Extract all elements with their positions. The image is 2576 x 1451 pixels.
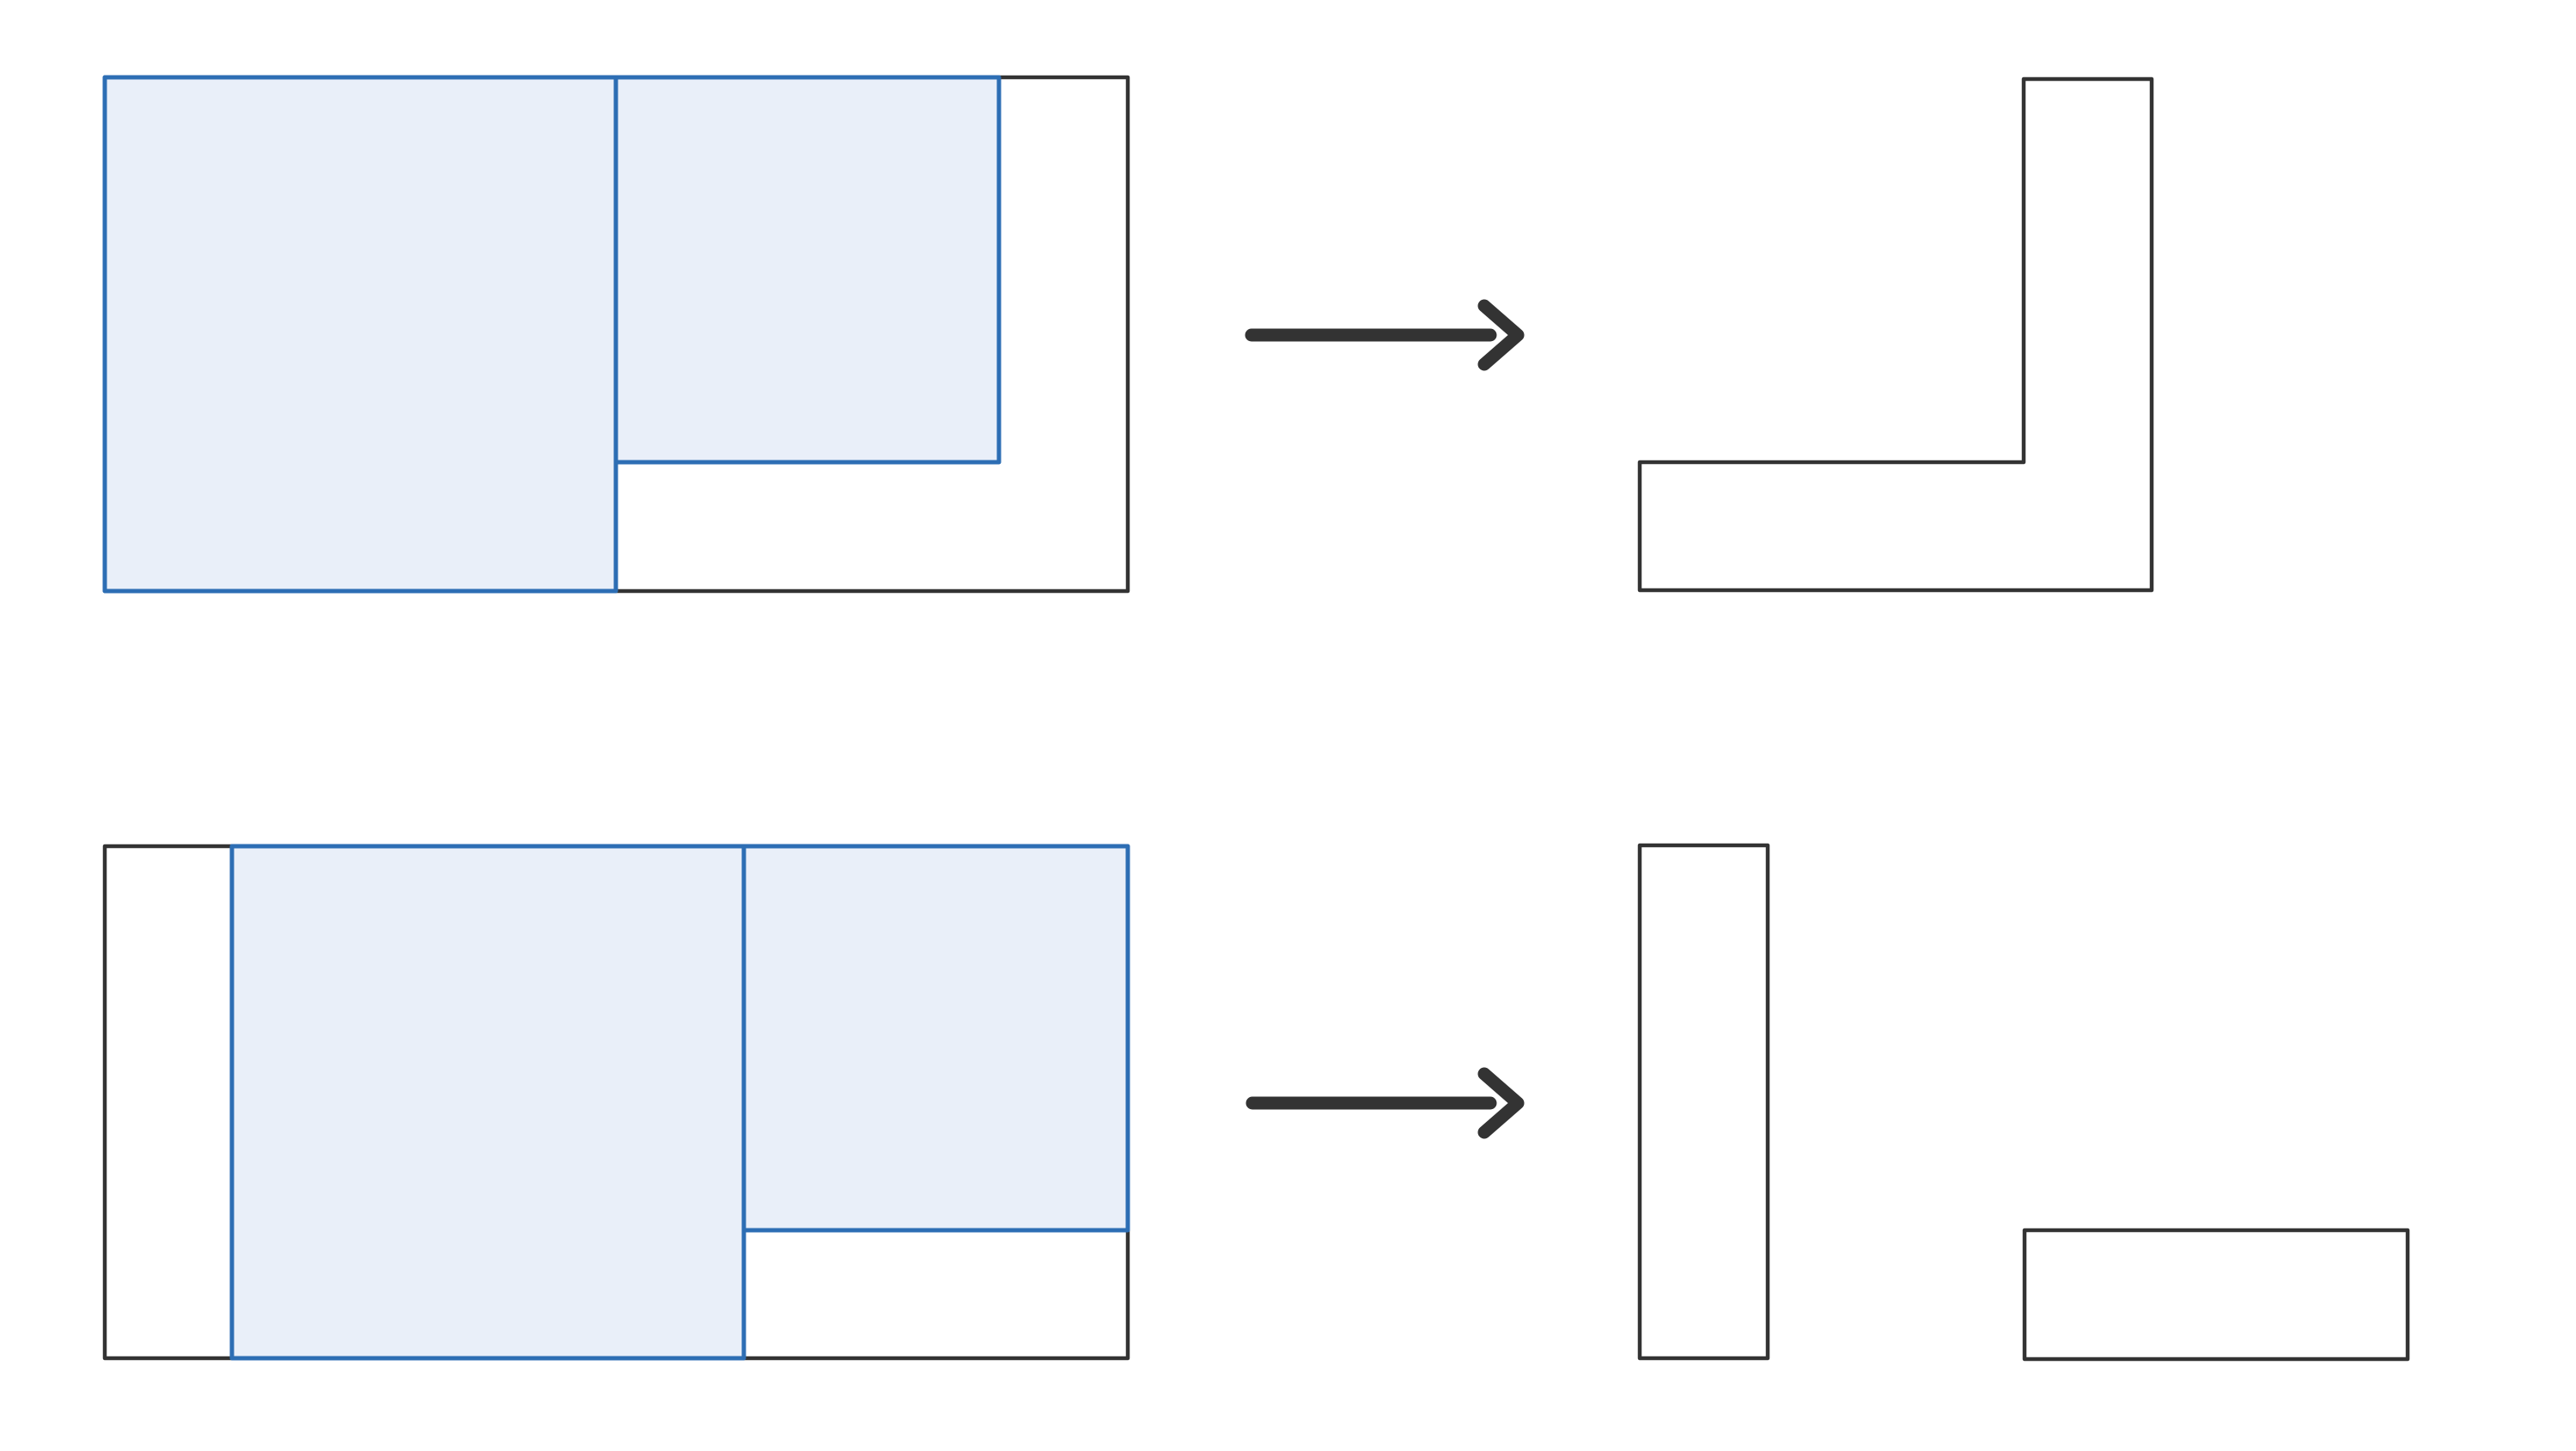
row-1-result-shape-1 — [1637, 76, 2154, 593]
row-2-arrow-head-icon — [1477, 1067, 1525, 1139]
row-1-blue-square-1 — [102, 75, 618, 594]
row-1-arrow-head-icon — [1477, 299, 1525, 371]
row-2-result-shape-2 — [2022, 1228, 2410, 1362]
row-2-blue-square-1 — [229, 844, 746, 1361]
row-2-blue-square-2 — [741, 844, 1130, 1233]
row-2-result-shape-1 — [1637, 843, 1770, 1361]
row-1-blue-square-2 — [613, 75, 1002, 465]
